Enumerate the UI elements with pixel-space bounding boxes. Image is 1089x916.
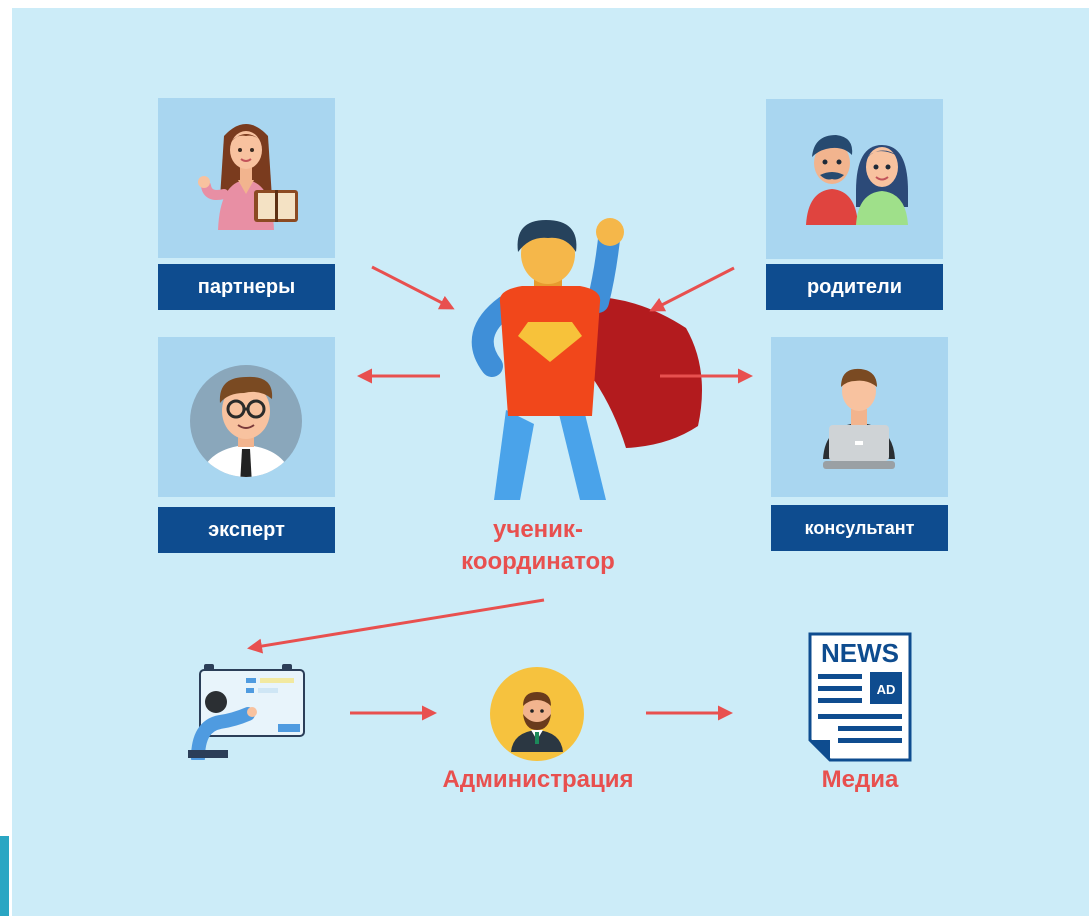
superhero-icon (471, 218, 702, 500)
arrow-center-to-presentation (247, 598, 545, 654)
parents-tile (766, 99, 943, 259)
parents-couple-icon (806, 135, 908, 225)
parents-label: родители (766, 264, 943, 310)
consultant-tile (771, 337, 948, 497)
arrow-parents-to-center (649, 266, 735, 312)
presenter-at-whiteboard-icon (188, 664, 305, 760)
man-with-glasses-avatar-icon (190, 365, 302, 477)
partners-label: партнеры (158, 264, 335, 310)
center-label-line1: ученик- (493, 516, 583, 543)
bearded-manager-icon (490, 667, 584, 761)
newspaper-icon: NEWS AD (808, 632, 912, 762)
expert-tile (158, 337, 335, 497)
expert-label: эксперт (158, 507, 335, 553)
consultant-label: консультант (771, 505, 948, 551)
person-at-laptop-icon (823, 368, 895, 469)
center-label-line2: координатор (461, 548, 615, 575)
newspaper-badge: AD (877, 682, 896, 697)
arrow-partners-to-center (371, 265, 455, 310)
newspaper-title: NEWS (821, 638, 899, 668)
center-label: ученик- координатор (418, 514, 658, 578)
administration-label: Администрация (442, 766, 634, 793)
media-label: Медиа (821, 766, 899, 793)
side-accent-bar (0, 836, 9, 916)
partners-tile (158, 98, 335, 258)
teacher-with-book-icon (198, 124, 298, 230)
